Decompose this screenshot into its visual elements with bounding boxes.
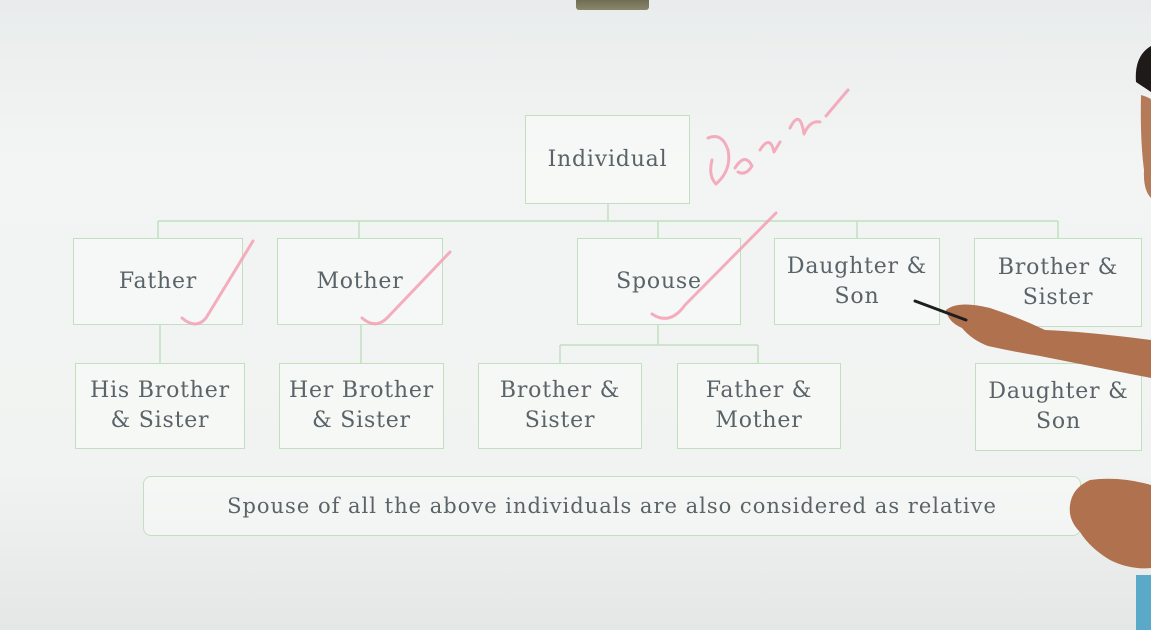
node-spouse: Spouse bbox=[577, 238, 741, 325]
check-mark-spouse bbox=[650, 211, 778, 320]
relative-note: Spouse of all the above individuals are … bbox=[143, 476, 1081, 536]
presenter-pen bbox=[913, 299, 968, 322]
node-spouse-brother-sister: Brother & Sister bbox=[478, 363, 642, 449]
node-daughter-son: Daughter & Son bbox=[774, 238, 940, 325]
node-her-brother-sister: Her Brother & Sister bbox=[279, 363, 444, 449]
node-sibling-daughter-son-label: Daughter & Son bbox=[988, 379, 1129, 434]
node-daughter-son-label: Daughter & Son bbox=[786, 253, 928, 309]
presenter-hand bbox=[1069, 478, 1151, 569]
node-sibling-daughter-son: Daughter & Son bbox=[975, 363, 1142, 451]
node-mother-label: Mother bbox=[316, 268, 404, 294]
whiteboard-clip bbox=[576, 0, 649, 10]
node-spouse-brother-sister-label: Brother & Sister bbox=[499, 378, 621, 433]
presenter-pointing-arm bbox=[946, 304, 1151, 378]
node-individual-label: Individual bbox=[547, 146, 668, 172]
node-father-mother-label: Father & Mother bbox=[705, 378, 813, 433]
node-father: Father bbox=[73, 238, 243, 325]
node-his-brother-sister-label: His Brother & Sister bbox=[90, 378, 230, 433]
node-individual: Individual bbox=[525, 115, 690, 204]
relative-note-text: Spouse of all the above individuals are … bbox=[227, 494, 997, 518]
node-his-brother-sister: His Brother & Sister bbox=[75, 363, 245, 449]
node-her-brother-sister-label: Her Brother & Sister bbox=[289, 378, 434, 433]
node-mother: Mother bbox=[277, 238, 443, 325]
presenter-shirt bbox=[1136, 575, 1151, 630]
check-mark-mother bbox=[360, 250, 452, 326]
node-father-label: Father bbox=[118, 268, 198, 294]
node-spouse-label: Spouse bbox=[616, 268, 702, 294]
node-father-mother: Father & Mother bbox=[677, 363, 841, 449]
node-brother-sister-label: Brother & Sister bbox=[997, 254, 1119, 310]
presenter-hair bbox=[1135, 46, 1151, 92]
presenter-face bbox=[1140, 95, 1151, 198]
check-mark-father bbox=[180, 239, 255, 326]
handwritten-scribble bbox=[706, 88, 850, 186]
